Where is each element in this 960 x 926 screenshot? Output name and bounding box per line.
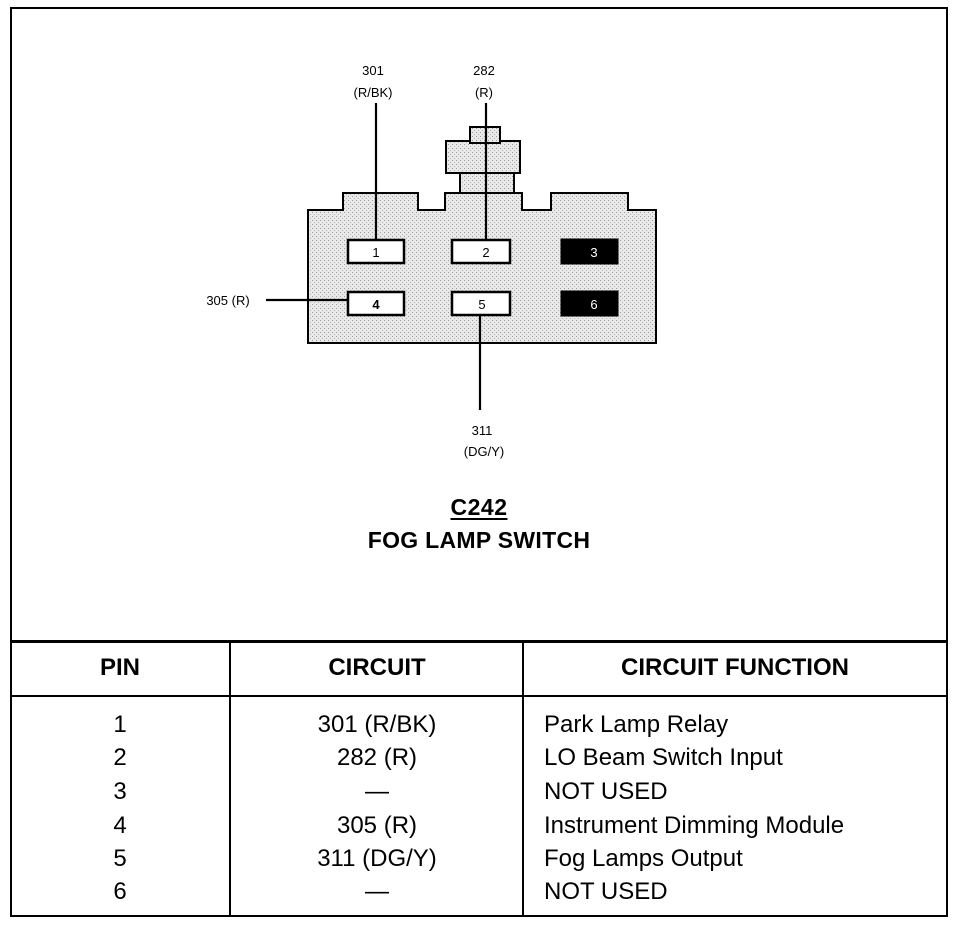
row-6-circuit: —: [365, 878, 389, 905]
wire-305-label: 305 (R): [206, 293, 249, 308]
wire-282-color: (R): [475, 85, 493, 100]
row-3-circuit: —: [365, 778, 389, 805]
pin-4-label: 4: [372, 297, 380, 312]
row-2-circuit: 282 (R): [336, 744, 418, 771]
row-1-circuit: 301 (R/BK): [317, 711, 437, 738]
header-circuit-function: CIRCUIT FUNCTION: [621, 654, 849, 681]
header-pin: PIN: [99, 654, 140, 681]
table-header-rule: [10, 695, 948, 697]
pin-3: 3: [560, 238, 619, 265]
pin-6-label: 6: [590, 297, 597, 312]
pin-2: 2: [450, 238, 512, 265]
wire-282-number: 282: [473, 63, 495, 78]
connector-body: [307, 192, 657, 344]
row-5-circuit: 311 (DG/Y): [317, 845, 437, 872]
table-col-divider-1: [229, 641, 231, 917]
table-col-divider-2: [522, 641, 524, 917]
row-3-function: NOT USED: [544, 778, 668, 805]
connector-diagram: 1 2 3 4 5 6 301 (R/BK) 282 (R) 305 (R) 3…: [206, 63, 657, 459]
diagram-frame: [10, 7, 948, 917]
row-1-function: Park Lamp Relay: [544, 711, 729, 738]
row-4-pin: 4: [113, 812, 127, 839]
connector-name: FOG LAMP SWITCH: [367, 527, 591, 553]
connector-title: C242 FOG LAMP SWITCH: [10, 494, 948, 554]
row-5-pin: 5: [113, 845, 127, 872]
row-4-circuit: 305 (R): [336, 812, 418, 839]
pin-5-label: 5: [478, 297, 485, 312]
row-2-pin: 2: [113, 744, 127, 771]
row-2-function: LO Beam Switch Input: [544, 744, 783, 771]
wire-311-number: 311: [472, 423, 493, 438]
wire-301-number: 301: [362, 63, 384, 78]
pin-3-label: 3: [590, 245, 597, 260]
wire-311-color: (DG/Y): [464, 444, 504, 459]
table-top-rule: [10, 640, 948, 643]
row-4-function: Instrument Dimming Module: [544, 812, 845, 839]
connector-latch: [445, 140, 521, 174]
connector-id: C242: [450, 494, 508, 520]
wire-301-color: (R/BK): [354, 85, 393, 100]
row-6-function: NOT USED: [544, 878, 668, 905]
pin-2-label: 2: [482, 245, 489, 260]
header-circuit: CIRCUIT: [328, 654, 426, 681]
row-1-pin: 1: [113, 711, 127, 738]
pin-6: 6: [560, 290, 619, 317]
row-5-function: Fog Lamps Output: [544, 845, 743, 872]
row-6-pin: 6: [113, 878, 127, 905]
pin-4: 4: [346, 290, 406, 317]
pin-1: 1: [346, 238, 406, 265]
row-3-pin: 3: [113, 778, 127, 805]
pin-5: 5: [450, 290, 512, 317]
pin-1-label: 1: [372, 245, 379, 260]
